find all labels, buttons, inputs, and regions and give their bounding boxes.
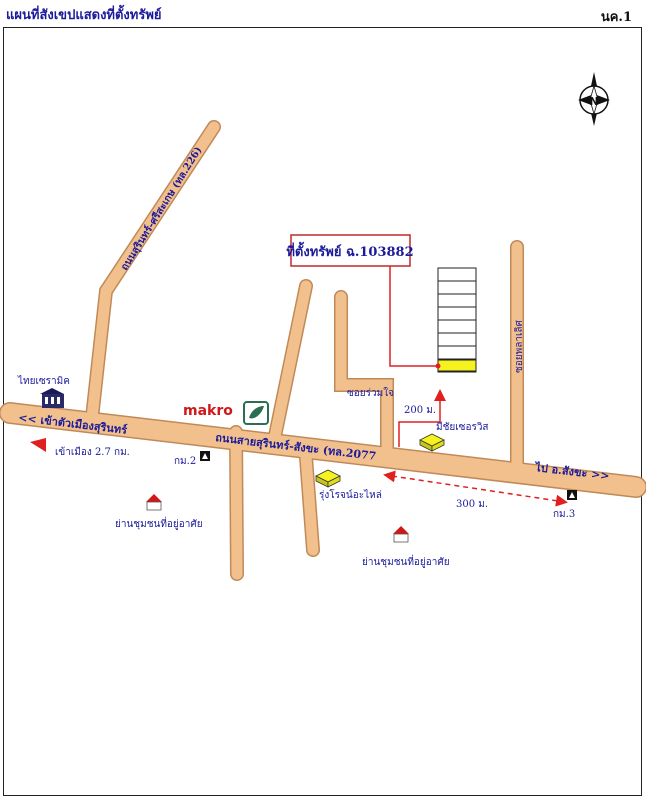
- soi-phalalert-label: ซอยพลาเลิศ: [514, 319, 525, 373]
- bank-logo-icon: [243, 401, 269, 425]
- makro-logo: makro: [183, 403, 233, 419]
- mechai-label: มีชัยเซอรวิส: [436, 421, 489, 433]
- property-label-box: [290, 234, 411, 267]
- km3-label: กม.3: [553, 509, 575, 520]
- km2-marker: [200, 451, 210, 461]
- thai-ceramic-label: ไทยเซรามิค: [17, 375, 70, 387]
- rungroj-shop-icon: [315, 469, 341, 488]
- property-label: ที่ตั้งทรัพย์ ฉ.103882: [286, 241, 413, 260]
- to-city-arrow: [30, 438, 46, 452]
- distance-200: 200 ม.: [404, 405, 436, 416]
- soi-ruamjai-label: ซอยร่วมใจ: [347, 387, 394, 399]
- thai-ceramic-building-icon: [40, 388, 64, 408]
- km2-label: กม.2: [174, 456, 196, 467]
- mechai-shop-icon: [419, 433, 445, 452]
- roads-fill: [0, 121, 646, 580]
- soi-ruamjai-edge: [334, 290, 394, 457]
- header-title: แผนที่สังเขปแสดงที่ตั้งทรัพย์: [6, 8, 162, 23]
- route-arrow: [398, 389, 446, 447]
- house-icon-2: [393, 526, 409, 543]
- property-plots: [437, 267, 477, 373]
- distance-300: 300 ม.: [456, 499, 488, 510]
- km3-marker: [567, 490, 577, 500]
- property-pointer: [389, 266, 438, 367]
- map-code: นค.1: [600, 10, 632, 25]
- distance-300-line: [383, 470, 568, 507]
- north-road-label: ถนนสุรินทร์-ศรีสะเกษ (ทล.226): [118, 145, 204, 273]
- residential-label-2: ย่านชุมชนที่อยู่อาศัย: [362, 554, 450, 568]
- city-distance: เข้าเมือง 2.7 กม.: [55, 446, 130, 458]
- compass-icon: [578, 72, 610, 126]
- residential-label-1: ย่านชุมชนที่อยู่อาศัย: [115, 516, 203, 530]
- compass-north-label: N: [589, 95, 598, 108]
- rungroj-label: รุ่งโรจน์อะไหล่: [319, 488, 382, 501]
- property-dot: [435, 363, 441, 369]
- house-icon-1: [146, 494, 162, 511]
- subject-plot: [437, 359, 477, 372]
